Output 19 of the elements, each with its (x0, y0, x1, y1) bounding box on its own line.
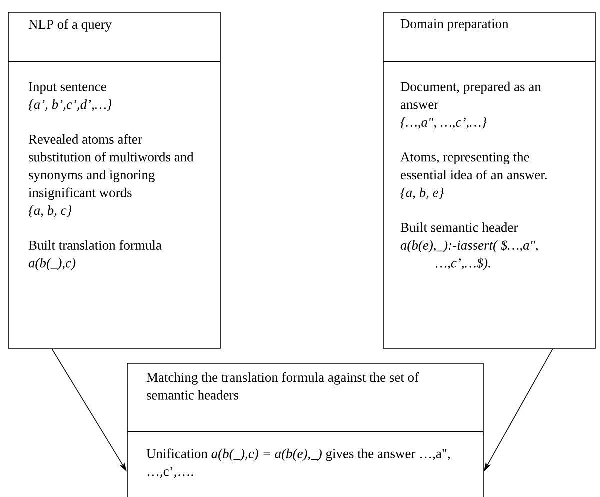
formula-text: {a’, b’,c’,d’,…} (28, 100, 112, 112)
body-text: Unification a(b(_),c) = a(b(e),_) gives the answer …,a", …,c’,…. (146, 448, 450, 478)
formula-text: {…,a", …,c’,…} (400, 117, 487, 129)
process-box (127, 363, 484, 497)
formula-text: a(b(_),c) (28, 258, 76, 270)
body-text: Atoms, representing the essential idea of an answer. (400, 152, 547, 180)
formula-text: {a, b, c} (28, 206, 72, 218)
box-heading: Domain preparation (400, 19, 509, 32)
box-heading: NLP of a query (28, 19, 112, 32)
formula-text: {a, b, e} (400, 188, 444, 200)
body-text: Built translation formula (28, 240, 162, 250)
box-heading: Matching the translation formula against the set of semantic headers (146, 372, 420, 400)
process-box (383, 12, 596, 349)
body-text: Built semantic header (400, 222, 518, 232)
formula-text: a(b(e),_):-iassert( $…,a", …,c’,…$). (400, 240, 538, 270)
body-text: Revealed atoms after substitution of multiwords and synonyms and ignoring insignificant words (28, 134, 194, 200)
body-text: Input sentence (28, 82, 106, 94)
body-text: Document, prepared as an answer (400, 82, 542, 110)
process-box (8, 12, 221, 349)
